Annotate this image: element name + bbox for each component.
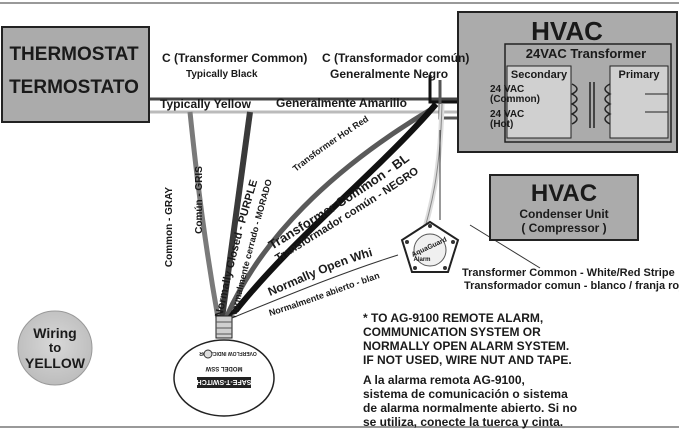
- wiring-to-yellow-badge: Wiring to YELLOW: [17, 310, 93, 386]
- aquaguard-alarm: AquaGuard Alarm: [400, 220, 460, 273]
- note-en-line: IF NOT USED, WIRE NUT AND TAPE.: [363, 353, 572, 367]
- thermostat-box: THERMOSTAT TERMOSTATO: [1, 26, 150, 123]
- badge-line1: Wiring: [33, 325, 76, 341]
- label-c-comun: C (Transformador común): [322, 51, 469, 65]
- label-gen-negro: Generalmente Negro: [330, 67, 448, 81]
- termostato-title: TERMOSTATO: [9, 77, 139, 98]
- hvac-main-title: HVAC: [531, 16, 603, 46]
- label-hot-red: Transformer Hot Red: [291, 114, 370, 174]
- note-en-line: * TO AG-9100 REMOTE ALARM,: [363, 311, 543, 325]
- note-en-line: NORMALLY OPEN ALARM SYSTEM.: [363, 339, 569, 353]
- label-comun-gris: Común - GRIS: [194, 166, 205, 234]
- label-tc-blanco-roja: Transformador comun - blanco / franja ro…: [464, 280, 679, 292]
- safe-t-switch: SAFE-T-SWITCH MODEL SSW OVERFLOW INDICAT…: [173, 315, 275, 417]
- note-es-line: se utiliza, conecte la tuerca y cinta.: [363, 415, 563, 429]
- switch-indicator: OVERFLOW INDICATOR: [199, 350, 257, 356]
- badge-line2: to: [49, 340, 61, 355]
- note-es-line: de alarma normalmente abierto. Si no: [363, 401, 577, 415]
- hvac-condenser-title: HVAC: [531, 180, 597, 207]
- switch-model: MODEL SSW: [205, 365, 242, 371]
- label-c-common: C (Transformer Common): [162, 51, 307, 65]
- label-common-gray: Common - GRAY: [164, 187, 175, 268]
- label-gen-amarillo: Generalmente Amarillo: [276, 96, 407, 110]
- common-label-a: 24 VAC: [490, 84, 524, 95]
- hot-label-b: (Hot): [490, 119, 513, 130]
- badge-line3: YELLOW: [25, 355, 86, 371]
- note-english: * TO AG-9100 REMOTE ALARM, COMMUNICATION…: [363, 311, 572, 367]
- hvac-main-box: HVAC 24VAC Transformer Secondary Primary…: [457, 11, 678, 153]
- thermostat-title: THERMOSTAT: [9, 44, 139, 65]
- note-en-line: COMMUNICATION SYSTEM OR: [363, 325, 541, 339]
- switch-brand: SAFE-T-SWITCH: [197, 378, 252, 385]
- wire-red: [223, 107, 432, 319]
- wires: [150, 75, 541, 321]
- condenser-line2: ( Compressor ): [521, 221, 606, 235]
- transformer-label: 24VAC Transformer: [526, 46, 646, 61]
- wire-gray: [187, 111, 221, 319]
- note-es-line: sistema de comunicación o sistema: [363, 387, 568, 401]
- wire-black: [227, 102, 439, 320]
- label-typ-black: Typically Black: [186, 69, 258, 80]
- wire-common-black: [428, 75, 470, 104]
- label-typ-yellow: Typically Yellow: [160, 97, 252, 111]
- secondary-label: Secondary: [511, 69, 568, 81]
- hvac-condenser-box: HVAC Condenser Unit ( Compressor ): [489, 174, 639, 241]
- wire-purple: [219, 111, 253, 319]
- alarm-sub: Alarm: [413, 257, 430, 263]
- note-spanish: A la alarma remota AG-9100, sistema de c…: [363, 373, 577, 429]
- secondary-coil: [570, 83, 578, 125]
- primary-coil: [604, 83, 612, 125]
- primary-label: Primary: [619, 69, 661, 81]
- common-label-b: (Common): [490, 94, 540, 105]
- condenser-line1: Condenser Unit: [519, 207, 608, 221]
- hot-label-a: 24 VAC: [490, 109, 524, 120]
- note-es-line: A la alarma remota AG-9100,: [363, 373, 525, 387]
- label-tc-white-red: Transformer Common - White/Red Stripe: [462, 267, 675, 279]
- transformer-frame: [504, 43, 672, 143]
